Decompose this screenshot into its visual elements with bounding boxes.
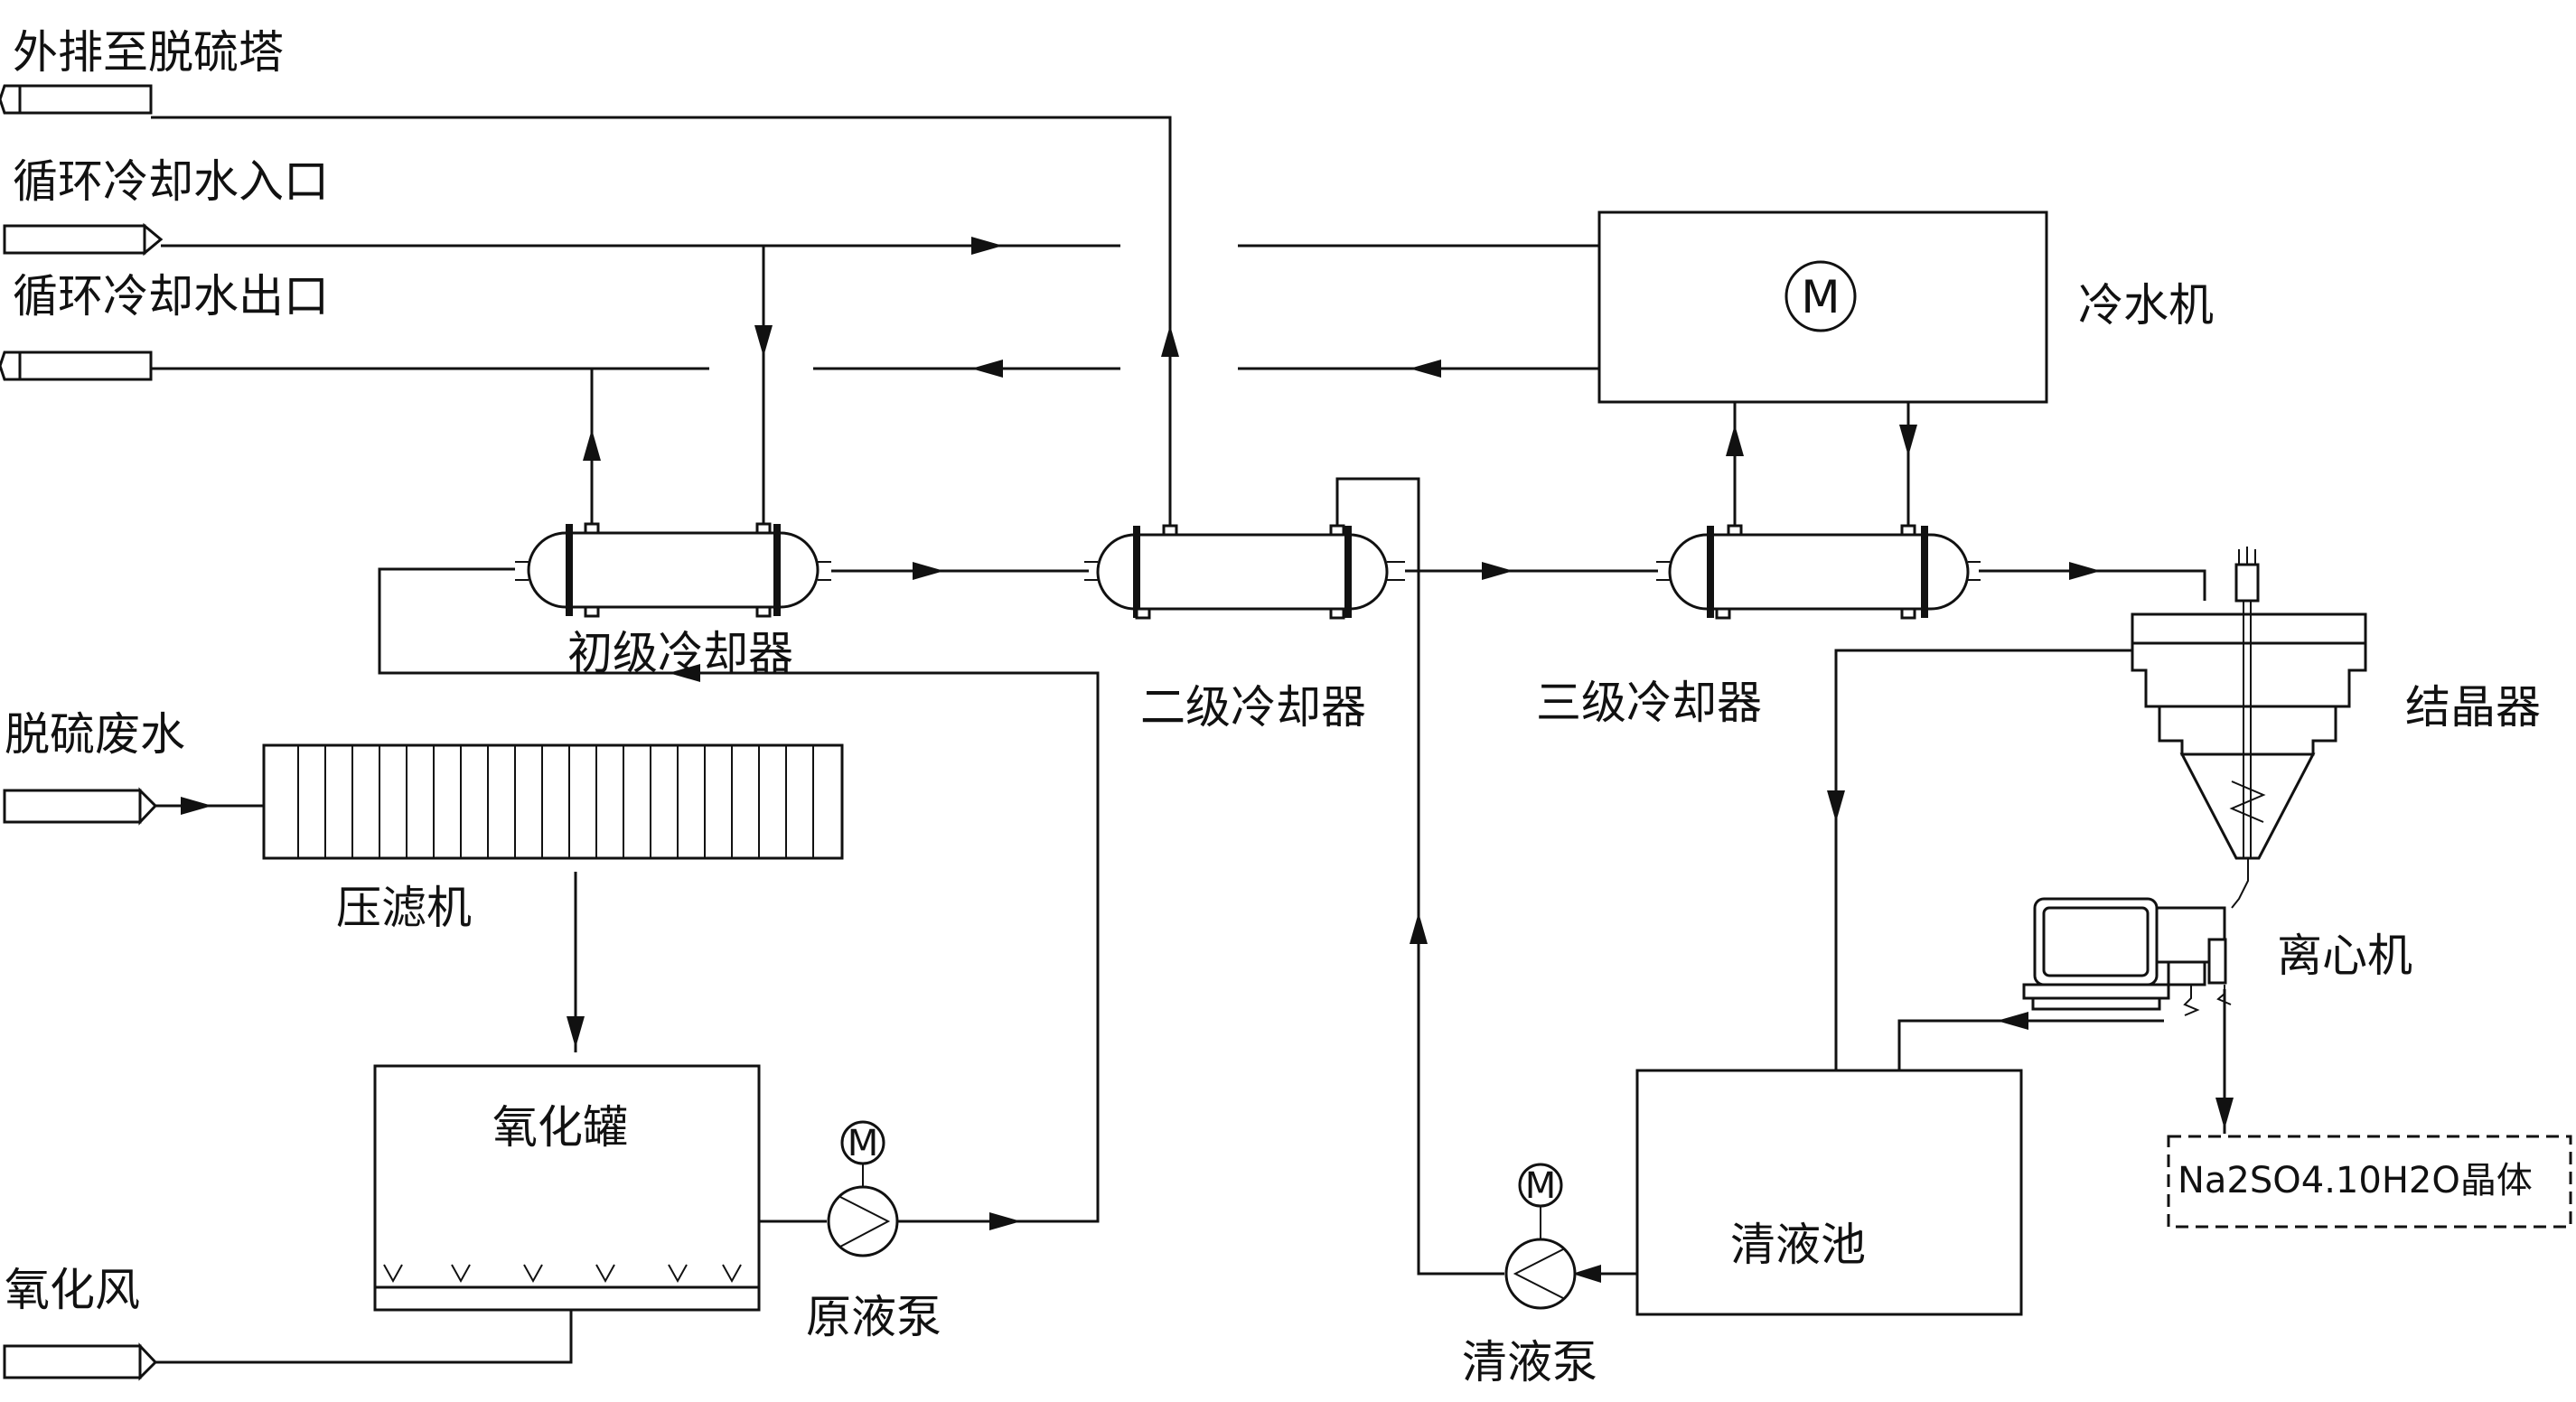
filter-press-label: 压滤机 [336, 882, 472, 934]
crystallizer-label: 结晶器 [2405, 681, 2541, 734]
cw-outlet-terminal [0, 350, 153, 381]
oxidation-tank-label: 氧化罐 [492, 1101, 628, 1154]
oxidation-air-label: 氧化风 [5, 1264, 140, 1316]
clear-tank-label: 清液池 [1730, 1219, 1866, 1271]
centrifuge [2022, 897, 2232, 1016]
wastewater-label: 脱硫废水 [5, 708, 185, 761]
filter-press [262, 743, 844, 860]
crystallizer [2131, 547, 2367, 909]
to-tower-terminal [0, 84, 153, 115]
cw-inlet-terminal [3, 222, 164, 257]
tertiary-cooler-label: 三级冷却器 [1536, 677, 1762, 729]
to-tower-label: 外排至脱硫塔 [13, 26, 284, 79]
primary-cooler-label: 初级冷却器 [567, 627, 793, 679]
raw-pump-motor-symbol: M [848, 1123, 879, 1164]
wastewater-terminal [3, 787, 158, 826]
product-label: Na2SO4.10H2O晶体 [2178, 1160, 2533, 1201]
secondary-cooler [1084, 524, 1405, 620]
primary-cooler [515, 522, 831, 618]
raw-pump [827, 1120, 1003, 1257]
clear-pump-motor-symbol: M [1525, 1165, 1557, 1207]
tertiary-cooler [1656, 524, 1981, 620]
chiller-label: 冷水机 [2078, 279, 2214, 332]
clear-tank [1635, 1069, 2023, 1316]
flow-arrows [181, 237, 2234, 1283]
chiller-motor-symbol: M [1801, 271, 1840, 323]
oxidation-air-terminal [3, 1342, 158, 1381]
chiller [1597, 210, 2048, 404]
cw-outlet-label: 循环冷却水出口 [13, 270, 329, 322]
clear-pump [1504, 1163, 1577, 1310]
centrifuge-label: 离心机 [2277, 930, 2412, 982]
secondary-cooler-label: 二级冷却器 [1140, 681, 1366, 734]
product-box [2167, 1135, 2572, 1229]
clear-pump-label: 清液泵 [1462, 1336, 1597, 1388]
raw-pump-label: 原液泵 [806, 1291, 941, 1343]
cw-inlet-label: 循环冷却水入口 [13, 155, 329, 208]
oxidation-tank [373, 1064, 761, 1312]
